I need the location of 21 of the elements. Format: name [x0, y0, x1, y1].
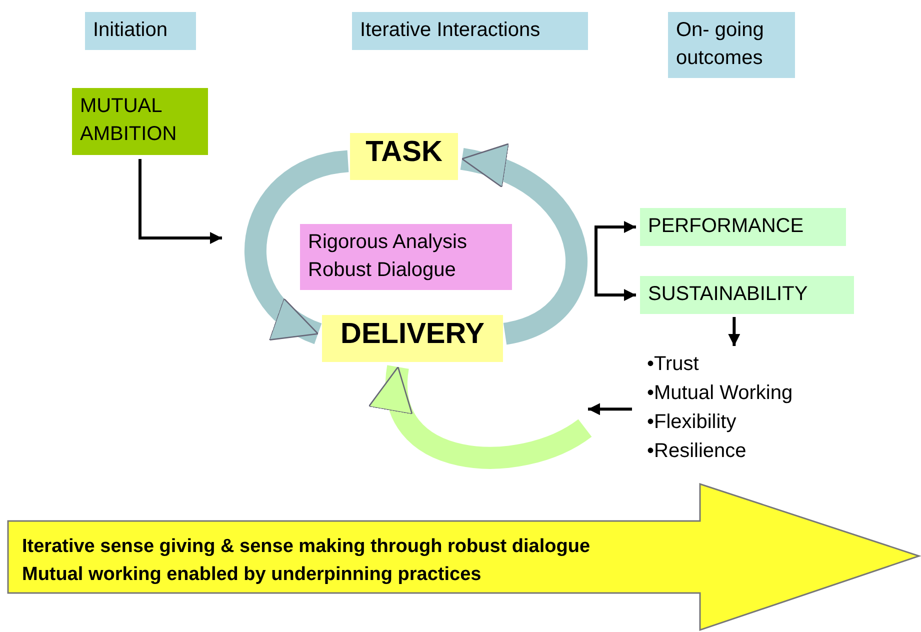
bullet-item: •Trust: [647, 352, 700, 377]
stage-heading: Initiation: [85, 12, 196, 50]
stage-heading: Iterative Interactions: [352, 12, 588, 50]
arrow: [728, 317, 740, 346]
task-box: TASK: [350, 133, 458, 180]
arrow: [588, 403, 632, 416]
delivery-box: DELIVERY: [322, 315, 503, 362]
practice-box: Rigorous Analysis Robust Dialogue: [300, 224, 512, 290]
ambition-box: MUTUAL AMBITION: [72, 88, 208, 155]
bullet-item: •Resilience: [647, 439, 748, 464]
outcome-box: PERFORMANCE: [640, 208, 846, 246]
stage-heading: On- going outcomes: [668, 12, 795, 78]
outcome-box: SUSTAINABILITY: [640, 276, 854, 314]
arrow: [138, 159, 222, 244]
bullet-item: •Flexibility: [647, 410, 738, 435]
bullet-item: •Mutual Working: [647, 381, 794, 406]
curved-arrow: [459, 146, 588, 344]
arrow: [594, 258, 636, 301]
arrow: [594, 221, 636, 258]
banner-text: Iterative sense giving & sense making through robust dialogue: [22, 535, 590, 559]
banner-text: Mutual working enabled by underpinning practices: [22, 563, 482, 587]
